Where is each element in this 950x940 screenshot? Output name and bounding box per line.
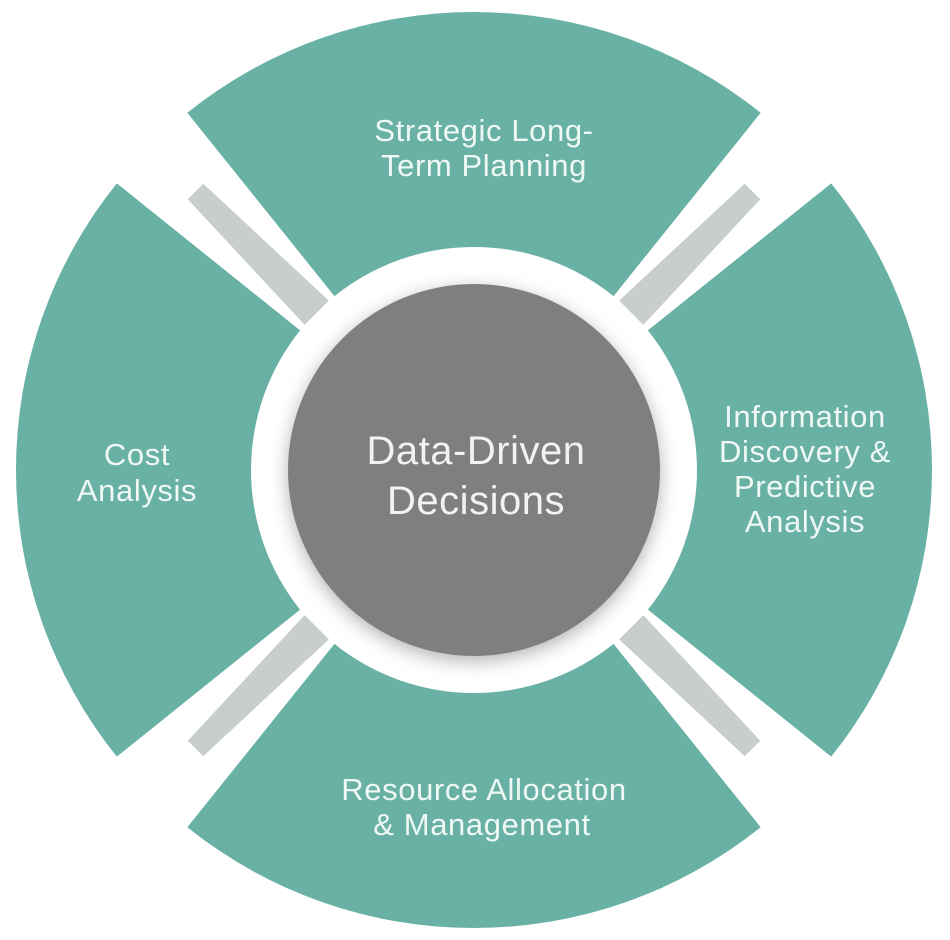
label-left-line1: Cost xyxy=(104,437,170,472)
segment-labels: Strategic Long- Term Planning Informatio… xyxy=(77,113,891,842)
divider-wedge-bottom-right xyxy=(619,615,761,757)
center-circle xyxy=(288,284,660,656)
segment-left-cost-analysis xyxy=(15,183,301,757)
divider-wedges xyxy=(187,183,761,757)
divider-wedge-top-left xyxy=(187,183,329,325)
label-right-line2: Discovery & xyxy=(719,434,891,469)
label-right-line3: Predictive xyxy=(734,469,876,504)
segment-top-strategic-planning xyxy=(187,11,761,297)
center-label-line2: Decisions xyxy=(387,479,565,523)
divider-wedge-bottom-left xyxy=(187,615,329,757)
label-bottom-line2: & Management xyxy=(373,807,590,842)
label-right-line4: Analysis xyxy=(745,504,865,539)
label-right-line1: Information xyxy=(724,399,886,434)
ring-segments xyxy=(15,11,933,929)
label-top-line2: Term Planning xyxy=(381,148,587,183)
label-top-line1: Strategic Long- xyxy=(374,113,593,148)
segment-bottom-resource-allocation xyxy=(187,643,761,929)
center-label: Data-Driven Decisions xyxy=(367,429,586,523)
label-left-line2: Analysis xyxy=(77,473,197,508)
center-label-line1: Data-Driven xyxy=(367,429,586,473)
label-bottom-line1: Resource Allocation xyxy=(341,772,626,807)
segment-right-information-discovery xyxy=(647,183,933,757)
divider-wedge-top-right xyxy=(619,183,761,325)
